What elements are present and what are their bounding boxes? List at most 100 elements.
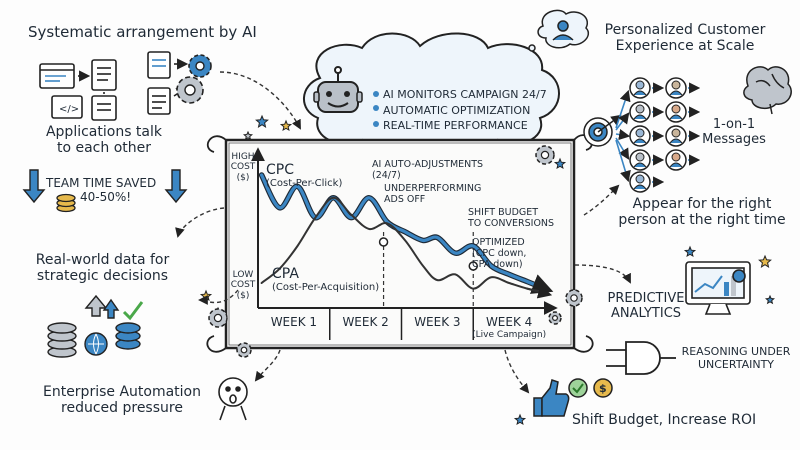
decorations xyxy=(199,114,775,426)
high-cost-line-3: ($) xyxy=(236,172,250,183)
predictive-text: PREDICTIVE ANALYTICS xyxy=(596,291,696,322)
fan-arrow xyxy=(615,112,630,131)
coin-stack-icon xyxy=(56,193,76,213)
predictive-line-1: PREDICTIVE xyxy=(607,291,685,306)
appear-line-2: person at the right time xyxy=(618,212,786,229)
annotation-auto-line-1: AI AUTO-ADJUSTMENTS xyxy=(372,159,484,170)
one-on-one-line-2: Messages xyxy=(702,131,766,147)
avatar-body xyxy=(669,138,683,144)
avatar-head xyxy=(635,152,645,162)
shift-roi-text: Shift Budget, Increase ROI xyxy=(572,412,757,428)
chart-frame xyxy=(206,134,594,353)
x-tick-sublabel: (Live Campaign) xyxy=(472,330,547,340)
x-tick-label: WEEK 2 xyxy=(342,315,389,329)
annotation-shift-line-1: SHIFT BUDGET xyxy=(468,207,539,218)
enterprise-line-2: reduced pressure xyxy=(61,400,183,417)
dashed-connectors xyxy=(175,71,631,394)
avatar-head xyxy=(635,80,645,90)
personalized-line-2: Experience at Scale xyxy=(615,38,755,55)
avatar xyxy=(629,77,665,99)
chart-plot xyxy=(251,147,558,340)
cpa-label: CPA (Cost-Per-Acquisition) xyxy=(272,266,379,294)
gear-hub xyxy=(551,315,558,322)
avatar-body xyxy=(669,162,683,168)
bubble-list: AI MONITORS CAMPAIGN 24/7 AUTOMATIC OPTI… xyxy=(383,87,547,134)
annotation-opt-line-2: (CPC down, xyxy=(472,247,527,259)
avatar-head xyxy=(671,152,681,162)
one-on-one-text: 1-on-1 Messages xyxy=(696,117,772,148)
cpa-subtitle: (Cost-Per-Acquisition) xyxy=(272,282,380,294)
bubble-item-monitor: AI MONITORS CAMPAIGN 24/7 xyxy=(383,88,547,101)
avatar-body xyxy=(633,184,647,190)
app-diagram: </> xyxy=(39,51,189,121)
enterprise-text: Enterprise Automation reduced pressure xyxy=(22,384,222,416)
apps-talk-text: Applications talk to each other xyxy=(24,124,184,156)
x-tick-label: WEEK 4 xyxy=(485,315,533,329)
avatar xyxy=(629,149,665,171)
low-cost-label: LOW COST ($) xyxy=(228,270,258,301)
reasoning-text: REASONING UNDER UNCERTAINTY xyxy=(676,345,796,371)
annotation-opt-line-1: OPTIMIZED xyxy=(472,237,525,248)
svg-text:</>: </> xyxy=(59,104,79,115)
fan-arrow xyxy=(615,89,631,129)
target-icon xyxy=(583,114,622,147)
avatar-body xyxy=(669,90,683,96)
star-icon xyxy=(765,294,775,305)
avatar xyxy=(665,149,701,171)
check-coin-icon: $ xyxy=(568,378,613,398)
cpa-end-arrow xyxy=(526,284,553,299)
avatar xyxy=(665,125,701,147)
cpc-subtitle: (Cost-Per-Click) xyxy=(266,178,343,190)
bubble-item-realtime: REAL-TIME PERFORMANCE xyxy=(383,119,528,132)
x-tick-label: WEEK 3 xyxy=(414,315,461,329)
low-cost-line-3: ($) xyxy=(236,290,250,301)
high-cost-label: HIGH COST ($) xyxy=(228,152,258,183)
avatar-body xyxy=(669,114,683,120)
avatar-head xyxy=(671,80,681,90)
enterprise-line-1: Enterprise Automation xyxy=(42,384,201,400)
bubble-item-optimization: AUTOMATIC OPTIMIZATION xyxy=(383,103,531,117)
avatar xyxy=(629,125,665,147)
annotation-underperforming: UNDERPERFORMING ADS OFF xyxy=(384,183,481,206)
gear-icon xyxy=(176,54,212,104)
fan-arrow xyxy=(615,129,631,141)
star-icon xyxy=(683,245,697,258)
avatar-head xyxy=(635,104,645,114)
avatar xyxy=(629,101,665,123)
appear-text: Appear for the right person at the right… xyxy=(612,196,792,228)
annotation-opt-line-3: CPA down) xyxy=(472,258,523,270)
high-cost-line-2: COST xyxy=(230,162,256,173)
team-time-arrows xyxy=(22,169,188,204)
cpc-line xyxy=(260,173,543,289)
one-on-one-line-1: 1-on-1 xyxy=(712,117,756,132)
star-icon xyxy=(279,119,293,132)
avatar-body xyxy=(633,90,647,96)
annotation-optimized: OPTIMIZED (CPC down, CPA down) xyxy=(472,237,527,271)
real-world-line-1: Real-world data for xyxy=(35,252,170,268)
avatar-head xyxy=(671,104,681,114)
appear-line-1: Appear for the right xyxy=(632,196,772,212)
top-left-title: Systematic arrangement by AI xyxy=(28,23,257,41)
event-dot-optimized xyxy=(468,261,478,271)
predictive-line-2: ANALYTICS xyxy=(610,305,682,321)
star-icon xyxy=(243,130,253,141)
cpa-line xyxy=(260,196,543,293)
thumbs-up-icon xyxy=(533,379,570,417)
cpc-title: CPC xyxy=(266,162,294,178)
logic-gate-icon xyxy=(606,341,676,375)
star-icon xyxy=(513,413,527,426)
annotation-under-line-2: ADS OFF xyxy=(384,193,426,205)
avatar xyxy=(629,171,665,193)
gear-hub xyxy=(570,294,578,302)
event-dot-underperforming xyxy=(378,237,389,247)
avatar-body xyxy=(633,162,647,168)
personalized-line-1: Personalized Customer xyxy=(604,22,766,38)
avatar-body xyxy=(633,114,647,120)
avatar-head xyxy=(635,174,645,184)
avatar-body xyxy=(633,138,647,144)
fan-arrow xyxy=(615,137,630,160)
avatar-head xyxy=(671,128,681,138)
annotation-auto-adjust: AI AUTO-ADJUSTMENTS (24/7) xyxy=(372,159,484,182)
gear-hub xyxy=(213,313,223,323)
